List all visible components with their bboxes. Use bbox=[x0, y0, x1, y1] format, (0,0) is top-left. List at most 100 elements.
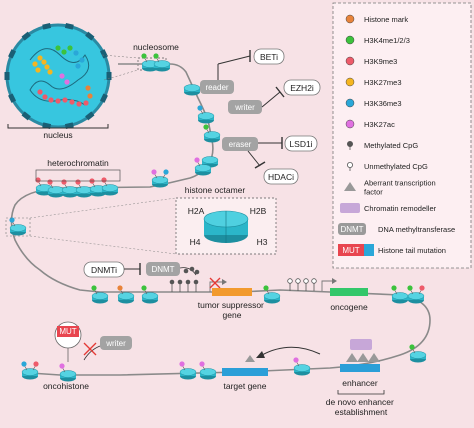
legend-label: DNA methyltransferase bbox=[378, 225, 455, 234]
lsd1i-inhibitor: LSD1i bbox=[258, 135, 318, 152]
histone-mark bbox=[141, 285, 147, 291]
nuclear-pore bbox=[99, 93, 108, 103]
nuclear-pore bbox=[21, 31, 31, 41]
histone-octamer-label: histone octamer bbox=[185, 185, 246, 195]
nucleus-illustration: nucleus bbox=[4, 22, 112, 140]
histone-mark bbox=[194, 157, 200, 163]
histone-mark bbox=[117, 285, 123, 291]
subunit-h2a: H2A bbox=[188, 206, 205, 216]
oncohistone-callout: MUT writer bbox=[54, 321, 132, 362]
reader-complex: reader bbox=[200, 80, 234, 94]
tumor-suppressor-line-1: tumor suppressor bbox=[198, 300, 264, 310]
nucleosome bbox=[47, 179, 65, 198]
histone-mark bbox=[199, 361, 205, 367]
legend-marker bbox=[345, 56, 355, 66]
nuclear-pore bbox=[21, 111, 31, 121]
legend: Histone markH3K4me1/2/3H3K9me3H3K27me3H3… bbox=[338, 14, 455, 256]
eraser-complex: eraser bbox=[222, 137, 258, 151]
legend-item: Methylated CpG bbox=[346, 140, 418, 150]
dnmt-enzyme: DNMT bbox=[146, 262, 200, 276]
nuclear-pore bbox=[42, 22, 52, 30]
legend-label: H3K9me3 bbox=[364, 57, 397, 66]
legend-marker bbox=[338, 244, 364, 256]
legend-marker bbox=[340, 203, 360, 213]
mut-tag-label: MUT bbox=[59, 327, 76, 336]
dnmti-label: DNMTi bbox=[91, 265, 117, 275]
unmethylated-cpg-group bbox=[287, 278, 337, 291]
nucleosome bbox=[197, 105, 215, 124]
histone-mark bbox=[9, 217, 15, 223]
legend-item: Histone mark bbox=[345, 14, 408, 24]
nucleosome bbox=[9, 217, 27, 236]
histone-mark bbox=[263, 285, 269, 291]
nucleosome bbox=[101, 177, 119, 196]
nuclear-pore bbox=[85, 31, 95, 41]
histone-mark bbox=[163, 169, 169, 175]
writer-label: writer bbox=[234, 103, 255, 112]
histone-mark bbox=[59, 363, 65, 369]
reader-label: reader bbox=[205, 83, 228, 92]
subunit-h3: H3 bbox=[257, 237, 268, 247]
histone-mark bbox=[141, 53, 147, 59]
oncogene-label: oncogene bbox=[330, 302, 368, 312]
oncohistone-label: oncohistone bbox=[43, 381, 89, 391]
nucleosome bbox=[179, 361, 197, 380]
dnmti-inhibitor: DNMTi bbox=[83, 261, 141, 278]
nuclear-pore bbox=[8, 93, 17, 103]
tumor-suppressor-gene-box bbox=[212, 288, 252, 296]
nucleosome bbox=[203, 124, 221, 143]
subunit-h2b: H2B bbox=[250, 206, 267, 216]
enhancer-label: enhancer bbox=[342, 378, 378, 388]
legend-item: H3K27ac bbox=[345, 119, 395, 129]
legend-label: H3K27ac bbox=[364, 120, 395, 129]
nuclear-pore bbox=[8, 49, 17, 59]
nucleosome bbox=[117, 285, 135, 304]
nucleosome bbox=[409, 344, 427, 363]
nucleosome bbox=[263, 285, 281, 304]
nucleosome bbox=[59, 363, 77, 382]
legend-tag: DNMT bbox=[340, 225, 363, 234]
nuclear-pore bbox=[106, 72, 112, 80]
dna-strand bbox=[10, 63, 431, 376]
histone-mark bbox=[101, 177, 107, 183]
histone-mark bbox=[153, 53, 159, 59]
legend-marker bbox=[345, 119, 355, 129]
histone-mark bbox=[407, 285, 413, 291]
aberrant-tf-target bbox=[245, 355, 255, 362]
histone-mark bbox=[391, 285, 397, 291]
nucleosome bbox=[151, 169, 169, 188]
legend-label: Histone tail mutation bbox=[378, 246, 446, 255]
eraser-label: eraser bbox=[229, 140, 252, 149]
histone-mark bbox=[33, 361, 39, 367]
nucleosome bbox=[153, 53, 171, 72]
legend-item: H3K4me1/2/3 bbox=[345, 35, 410, 45]
nucleosome bbox=[194, 157, 212, 176]
enhancer-loop-arrow bbox=[261, 346, 321, 356]
nuclear-pore bbox=[64, 122, 74, 130]
enhancer-complex bbox=[346, 339, 380, 362]
nucleosome-label: nucleosome bbox=[133, 42, 179, 52]
histone-mark bbox=[419, 285, 425, 291]
oncogene-box bbox=[330, 288, 368, 296]
writer2-label: writer bbox=[105, 339, 126, 348]
histone-mark bbox=[409, 344, 415, 350]
legend-marker bbox=[345, 98, 355, 108]
histone-mark bbox=[21, 361, 27, 367]
ezh2i-inhibitor: EZH2i bbox=[261, 79, 321, 108]
histone-mark bbox=[61, 179, 67, 185]
target-gene-label: target gene bbox=[223, 381, 266, 391]
histone-mark bbox=[293, 357, 299, 363]
beti-label: BETi bbox=[260, 52, 278, 62]
target-gene-box bbox=[222, 368, 268, 376]
nucleosome bbox=[21, 361, 39, 380]
histone-mark bbox=[75, 179, 81, 185]
nucleosome bbox=[407, 285, 425, 304]
de-novo-enhancer-line-2: establishment bbox=[335, 407, 388, 417]
heterochromatin-box bbox=[35, 169, 121, 182]
legend-item: DNMT DNA methyltransferase bbox=[338, 223, 455, 235]
heterochromatin-label: heterochromatin bbox=[47, 158, 109, 168]
nucleosome bbox=[141, 285, 159, 304]
nucleosome bbox=[91, 285, 109, 304]
writer-complex: writer bbox=[228, 100, 262, 114]
